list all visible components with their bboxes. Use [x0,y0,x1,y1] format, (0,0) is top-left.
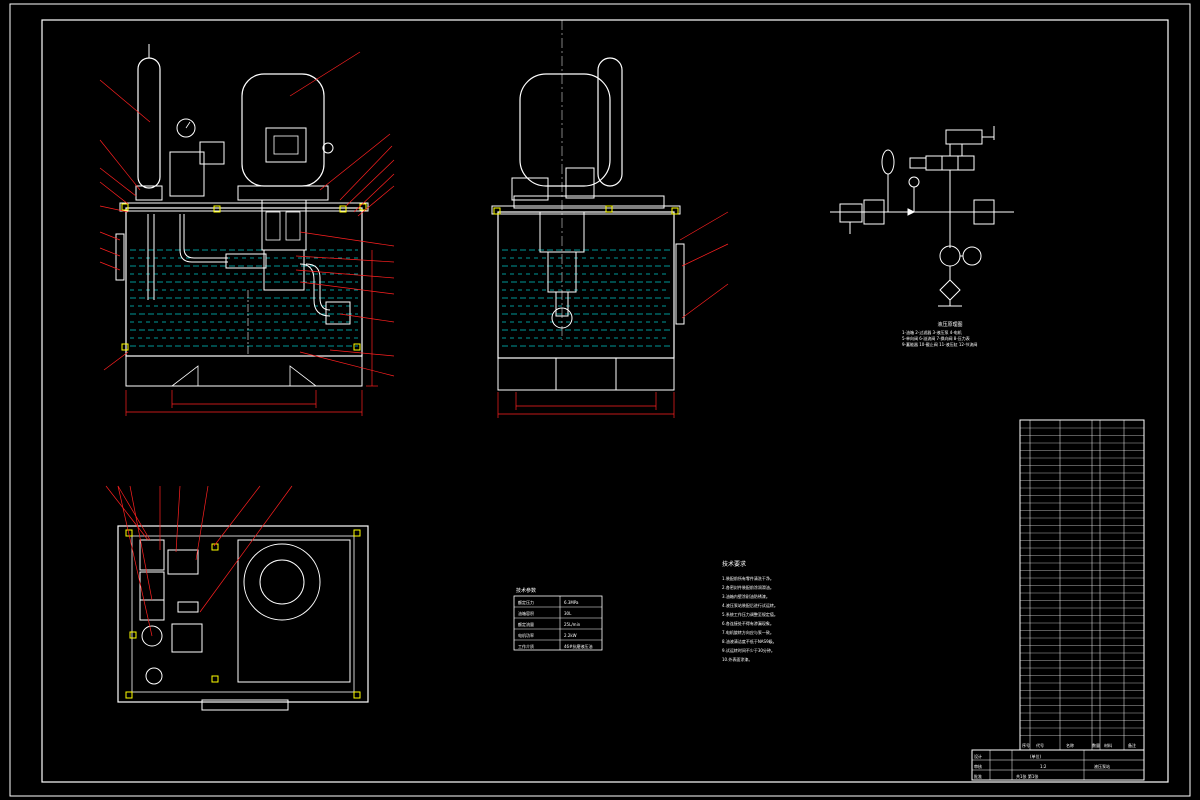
schematic-legend-line: 1-油箱 2-过滤器 3-液压泵 4-电机 [902,329,962,335]
tech-requirement-item: 2.各密封件装配前涂润滑油。 [722,584,774,590]
tech-requirement-item: 8.油液清洁度不低于NAS9级。 [722,638,777,644]
schematic-legend-title: 液压原理图 [937,321,962,328]
spec-label: 工作介质 [518,643,534,649]
parts-list-header-cell: 序号 [1022,742,1030,748]
sheet-count: 共1张 第1张 [1016,773,1038,779]
spec-value: 25L/min [564,622,581,627]
front-motor [241,73,325,187]
front-pressure-gauge [176,118,196,138]
checker-label: 审核 [974,763,982,769]
spec-label: 额定流量 [518,621,534,627]
tech-requirements: 技术要求 1.装配前所有零件清洗干净。 2.各密封件装配前涂润滑油。 3.油箱内… [722,560,778,662]
schematic-legend: 液压原理图 1-油箱 2-过滤器 3-液压泵 4-电机 5-单向阀 6-溢流阀 … [902,321,977,347]
tech-requirement-item: 5.系统工作压力调整至规定值。 [722,611,778,617]
spec-value: 30L [564,611,572,616]
spec-table: 技术参数 额定压力 6.3MPa 油箱容积 30L 额定流量 25L/min 电… [513,587,603,651]
spec-value: 46#抗磨液压油 [564,643,592,649]
parts-list-header-cell: 数量 [1092,742,1100,748]
designer-label: 设计 [974,753,982,759]
tech-requirement-item: 10.外表面涂漆。 [722,656,752,662]
drawing-name: 液压泵站 [1094,763,1110,769]
hydraulic-schematic [830,126,1014,307]
scale: 1:2 [1040,764,1047,769]
title-block: 设计 审核 批准 (单位) 1:2 共1张 第1张 液压泵站 [971,749,1145,781]
spec-label: 额定压力 [518,599,534,605]
parts-list-header-cell: 材料 [1104,742,1112,748]
tech-requirement-item: 1.装配前所有零件清洗干净。 [722,575,774,581]
company-name: (单位) [1030,753,1042,759]
side-view [491,20,729,418]
front-oil-hatch [130,249,358,347]
parts-list: 序号 代号 名称 数量 材料 备注 [1019,419,1145,751]
tech-requirements-title: 技术要求 [722,560,746,568]
outer-frame [9,3,1191,797]
tech-requirement-item: 7.电机旋转方向应与泵一致。 [722,629,774,635]
parts-list-header: 序号 代号 名称 数量 材料 备注 [1022,742,1136,748]
tech-requirement-item: 3.油箱内壁涂耐油防锈漆。 [722,593,770,599]
tech-requirement-item: 6.各连接处不得有渗漏现象。 [722,620,774,626]
parts-list-header-cell: 名称 [1066,742,1074,748]
approver-label: 批准 [974,773,982,779]
front-view [99,44,395,416]
inner-frame [41,19,1169,783]
schematic-legend-line: 9-蓄能器 10-截止阀 11-液压缸 12-节流阀 [902,341,977,347]
spec-label: 油箱容积 [518,610,534,616]
spec-value: 6.3MPa [564,600,579,605]
spec-label: 电机功率 [518,632,534,638]
tech-requirement-item: 4.液压泵站装配后进行试运转。 [722,602,778,608]
front-accumulator [137,57,161,189]
top-view [105,485,369,711]
tech-requirement-item: 9.试运转时间不少于30分钟。 [722,647,775,653]
schematic-legend-line: 5-单向阀 6-溢流阀 7-换向阀 8-压力表 [902,335,970,341]
parts-list-header-cell: 代号 [1036,742,1044,748]
spec-value: 2.2kW [564,633,577,638]
spec-table-title: 技术参数 [516,587,536,594]
parts-list-header-cell: 备注 [1128,742,1136,748]
